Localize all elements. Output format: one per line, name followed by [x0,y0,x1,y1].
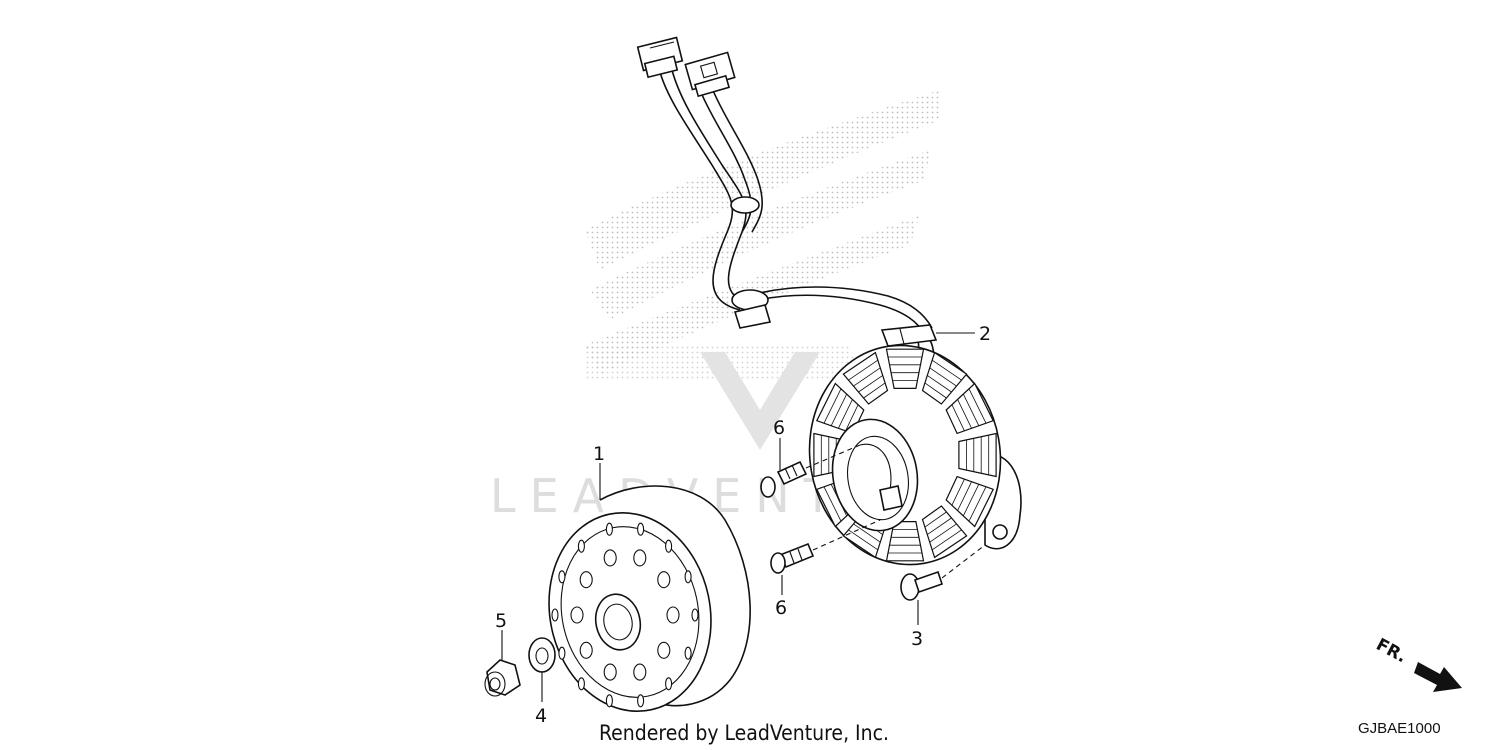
callout-4: 4 [535,705,547,727]
coil-winding [845,404,859,431]
render-caption: Rendered by LeadVenture, Inc. [599,721,889,745]
callout-6-lower: 6 [775,597,787,619]
diagram-code: GJBAE1000 [1358,720,1441,737]
stator-coil [945,382,995,435]
coil-winding [962,484,980,517]
washer [528,637,556,673]
coil-winding [929,523,957,543]
callout-2: 2 [979,323,991,345]
coil-winding [853,367,881,387]
stator-coil [885,348,925,389]
coil-winding [962,393,980,426]
flywheel-hole [603,663,617,681]
bolt-lower [770,542,815,574]
coil-winding [931,359,962,381]
coil-winding [957,481,972,511]
flywheel-hole [633,663,647,681]
coil-winding [858,375,883,393]
coil-winding [853,523,881,543]
flywheel-hole [637,522,645,536]
stator-assembly [808,344,1022,566]
coil-winding [929,367,957,387]
coil-winding [924,511,947,528]
coil-winding [830,393,848,426]
flywheel-hole [579,641,593,659]
connector-1 [636,36,684,79]
flywheel-hole [577,677,585,691]
coil-winding [848,529,879,551]
stator-coil [958,432,997,478]
direction-label: FR. [1373,635,1410,667]
coil-winding [924,382,947,399]
wiring-harness [659,69,935,376]
flywheel-rotor [548,485,751,713]
coil-winding [968,486,987,522]
flywheel-hole [637,694,645,708]
coil-winding [838,399,853,429]
flywheel-hole [577,539,585,553]
flywheel-hole [570,606,584,624]
callout-1: 1 [593,443,605,465]
coil-winding [823,388,842,424]
coil-winding [951,404,965,431]
flywheel-hole [633,549,647,567]
flywheel-hole [691,608,699,622]
coil-winding [951,479,965,506]
flywheel-hole [579,571,593,589]
coil-winding [823,486,842,522]
flywheel-hole [684,570,692,584]
connector-2 [684,51,736,98]
flywheel-hole [551,608,559,622]
screw [900,570,944,601]
flywheel-hole [665,677,673,691]
coil-winding [927,375,952,393]
stator-coil [815,382,865,435]
coil-winding [931,529,962,551]
flywheel-hole [657,641,671,659]
callout-3: 3 [911,628,923,650]
flywheel-hole [665,539,673,553]
front-direction-indicator: FR. [1373,635,1462,692]
flywheel-hole [605,522,613,536]
coil-winding [927,517,952,535]
callout-6-upper: 6 [773,417,785,439]
bolt-upper [760,460,808,498]
flywheel-hole [657,571,671,589]
stator-coil [945,475,995,528]
leader-lines [501,332,986,702]
harness-clamp [880,324,938,347]
coil-winding [863,382,886,399]
coil-winding [848,359,879,381]
coil-winding [957,399,972,429]
front-arrow-icon [1414,662,1462,692]
flywheel-hole [684,646,692,660]
flywheel-hole [605,694,613,708]
flywheel-hole [558,570,566,584]
flange-nut [484,659,521,697]
flywheel-hole [603,549,617,567]
flywheel-hole [666,606,680,624]
flywheel-hole [558,646,566,660]
callout-5: 5 [495,610,507,632]
watermark-v-logo [700,352,820,450]
coil-winding [968,388,987,424]
